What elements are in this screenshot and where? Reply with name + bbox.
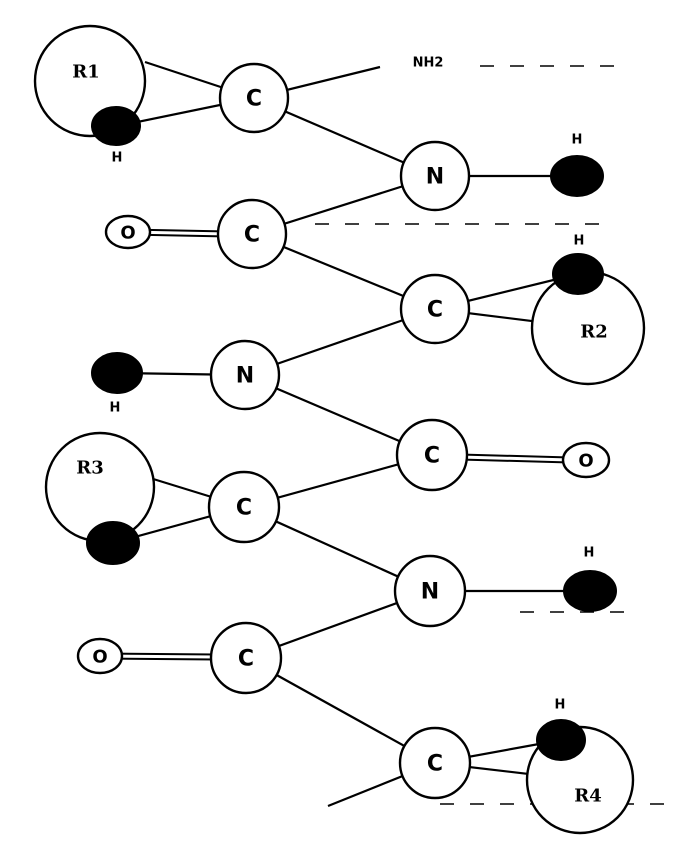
carbon-atom [216, 198, 288, 270]
oxygen-label: O [578, 451, 593, 472]
hydrogen-atom [91, 352, 143, 394]
oxygen-label: O [120, 223, 135, 244]
carbon-label: C [424, 444, 440, 469]
carbon-atom [218, 62, 290, 134]
carbon-atom [207, 470, 281, 544]
oxygen-atom [76, 637, 124, 675]
hydrogen-atom [86, 521, 140, 565]
amino-terminal-label: NH2 [413, 56, 444, 71]
r-group-1-label: R1 [72, 62, 99, 83]
hydrogen-atom [550, 155, 604, 197]
carbon-label: C [427, 752, 443, 777]
dashed-lines [315, 65, 670, 805]
hydrogen-label: H [584, 546, 595, 561]
carbon-label: C [236, 496, 252, 521]
nitrogen-atom [399, 140, 471, 212]
carbon-label: C [238, 647, 254, 672]
carbon-atom [398, 726, 472, 800]
nitrogen-label: N [426, 165, 444, 190]
carbon-atom [399, 273, 471, 345]
hydrogen-atom [91, 106, 141, 146]
nitrogen-label: N [236, 364, 254, 389]
carbon-label: C [244, 223, 260, 248]
carbon-atom [209, 621, 283, 695]
nitrogen-label: N [421, 580, 439, 605]
nitrogen-atom [209, 339, 281, 411]
hydrogen-label: H [110, 401, 121, 416]
hydrogen-atom [563, 570, 617, 612]
nitrogen-atom [393, 554, 467, 628]
hydrogen-label: H [555, 698, 566, 713]
r-group-2-label: R2 [580, 322, 607, 343]
bonds [112, 60, 590, 808]
hydrogen-atom [552, 253, 604, 295]
oxygen-atom [104, 214, 152, 250]
hydrogen-atom [536, 719, 586, 761]
r-group-3-label: R3 [76, 458, 103, 479]
hydrogen-label: H [112, 151, 123, 166]
carbon-label: C [427, 298, 443, 323]
double-bonds [99, 228, 571, 661]
r-group-4-label: R4 [574, 786, 601, 807]
carbon-label: C [246, 87, 262, 112]
carbon-atom [395, 418, 469, 492]
oxygen-label: O [92, 647, 107, 668]
oxygen-atom [561, 441, 611, 479]
hydrogen-label: H [574, 234, 585, 249]
hydrogen-label: H [572, 133, 583, 148]
